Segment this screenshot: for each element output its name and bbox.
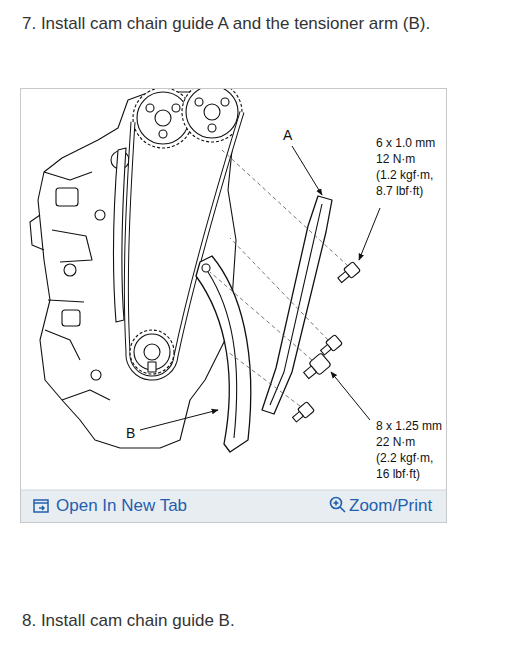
engine-hole [91, 370, 101, 380]
bolt [291, 262, 361, 425]
chain-guide-a-rib [270, 204, 322, 405]
torque-value: 22 N·m [376, 436, 415, 450]
crank-sprocket [130, 330, 174, 374]
bolt-size: 8 x 1.25 mm [376, 420, 442, 434]
step-text: 8. Install cam chain guide B. [22, 611, 235, 631]
zoom-icon [331, 498, 346, 513]
toolbar-link: Zoom/Print [349, 496, 432, 516]
toolbar-link: Open In New Tab [56, 496, 187, 516]
alignment-line [210, 150, 348, 406]
torque-value: 12 N·m [376, 153, 415, 167]
engine-boss [56, 188, 78, 206]
torque-value: 16 lbf·ft) [376, 468, 420, 482]
tensioner-arm [196, 256, 251, 452]
new-tab-icon [34, 500, 48, 512]
figure-frame [21, 89, 447, 523]
callout-letter: A [283, 127, 292, 143]
callout-letter: B [126, 425, 135, 441]
tensioner-arm-pivot [202, 264, 210, 272]
engine-detail [30, 172, 110, 400]
chain-guide-a [262, 196, 332, 414]
bolt-size: 6 x 1.0 mm [376, 137, 435, 151]
engine-hole [64, 264, 76, 276]
torque-value: 8.7 lbf·ft) [376, 185, 423, 199]
leader-arrow [140, 146, 380, 430]
engine-boss [62, 310, 80, 326]
engine-block [38, 92, 240, 448]
engine-hole [95, 210, 105, 220]
toolbar-divider [21, 490, 446, 491]
torque-value: (2.2 kgf·m, [376, 452, 433, 466]
chain-guide-fixed [114, 148, 126, 322]
step-text: 7. Install cam chain guide A and the ten… [22, 14, 430, 34]
figure-toolbar [21, 490, 446, 522]
torque-value: (1.2 kgf·m, [376, 169, 433, 183]
